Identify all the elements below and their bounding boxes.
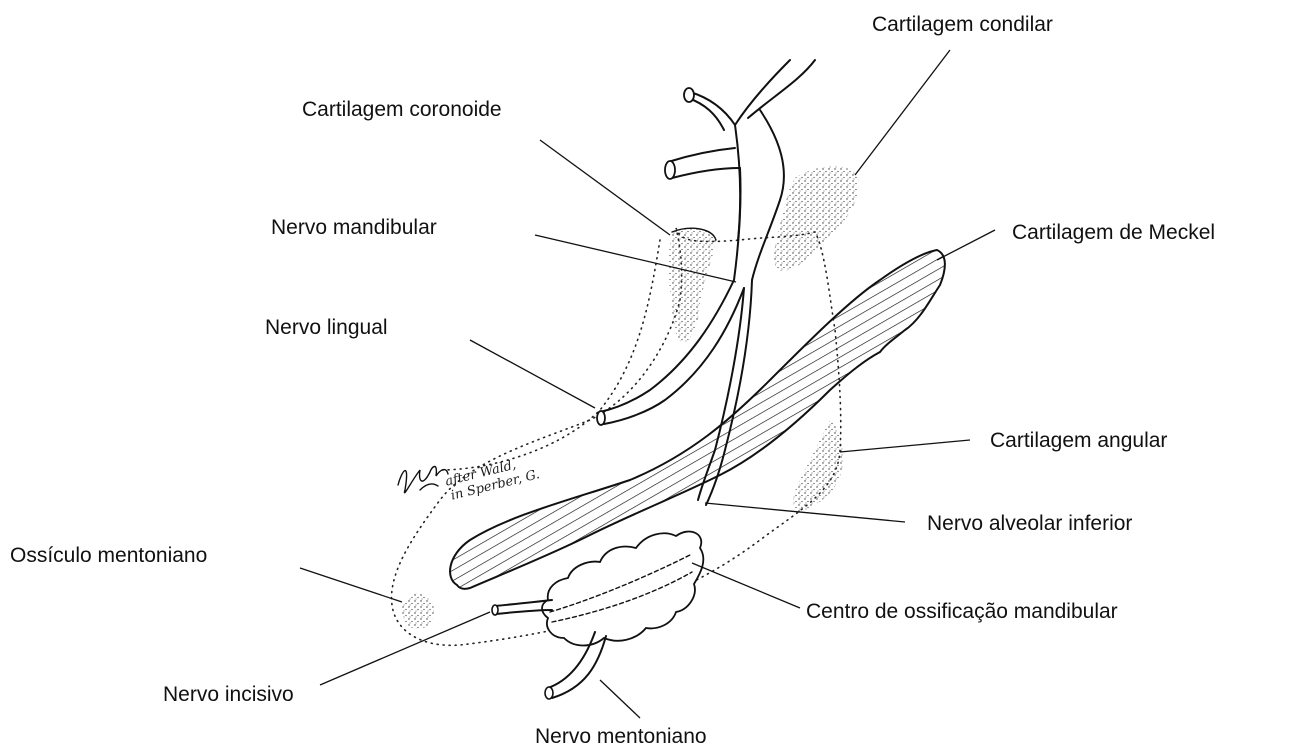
label-centro-de-ossificacao-mandibular: Centro de ossificação mandibular	[806, 601, 1118, 622]
leader-ossiculo-mentoniano	[300, 568, 402, 602]
label-cartilagem-de-meckel: Cartilagem de Meckel	[1012, 222, 1215, 243]
leader-nervo-lingual	[470, 340, 595, 408]
label-cartilagem-angular: Cartilagem angular	[990, 430, 1167, 451]
leader-centro-ossificacao	[692, 563, 800, 608]
label-ossiculo-mentoniano: Ossículo mentoniano	[10, 545, 207, 566]
leader-cartilagem-condilar	[855, 50, 950, 175]
label-nervo-mentoniano: Nervo mentoniano	[535, 726, 707, 747]
lingual-nerve	[597, 280, 744, 425]
leader-nervo-mentoniano	[600, 680, 640, 718]
mental-ossicle	[402, 593, 434, 629]
condylar-cartilage	[774, 166, 858, 271]
label-nervo-lingual: Nervo lingual	[265, 317, 388, 338]
label-nervo-alveolar-inferior: Nervo alveolar inferior	[927, 513, 1132, 534]
label-nervo-incisivo: Nervo incisivo	[163, 684, 294, 705]
label-nervo-mandibular: Nervo mandibular	[271, 217, 437, 238]
artist-signature	[398, 467, 448, 493]
label-cartilagem-coronoide: Cartilagem coronoide	[302, 99, 502, 120]
leader-nervo-incisivo	[320, 612, 490, 685]
leader-cartilagem-de-meckel	[937, 230, 995, 260]
leader-cartilagem-angular	[840, 440, 970, 452]
label-cartilagem-condilar: Cartilagem condilar	[872, 14, 1053, 35]
ossification-center	[542, 532, 703, 646]
leader-cartilagem-coronoide	[540, 140, 670, 235]
angular-cartilage	[793, 420, 843, 512]
